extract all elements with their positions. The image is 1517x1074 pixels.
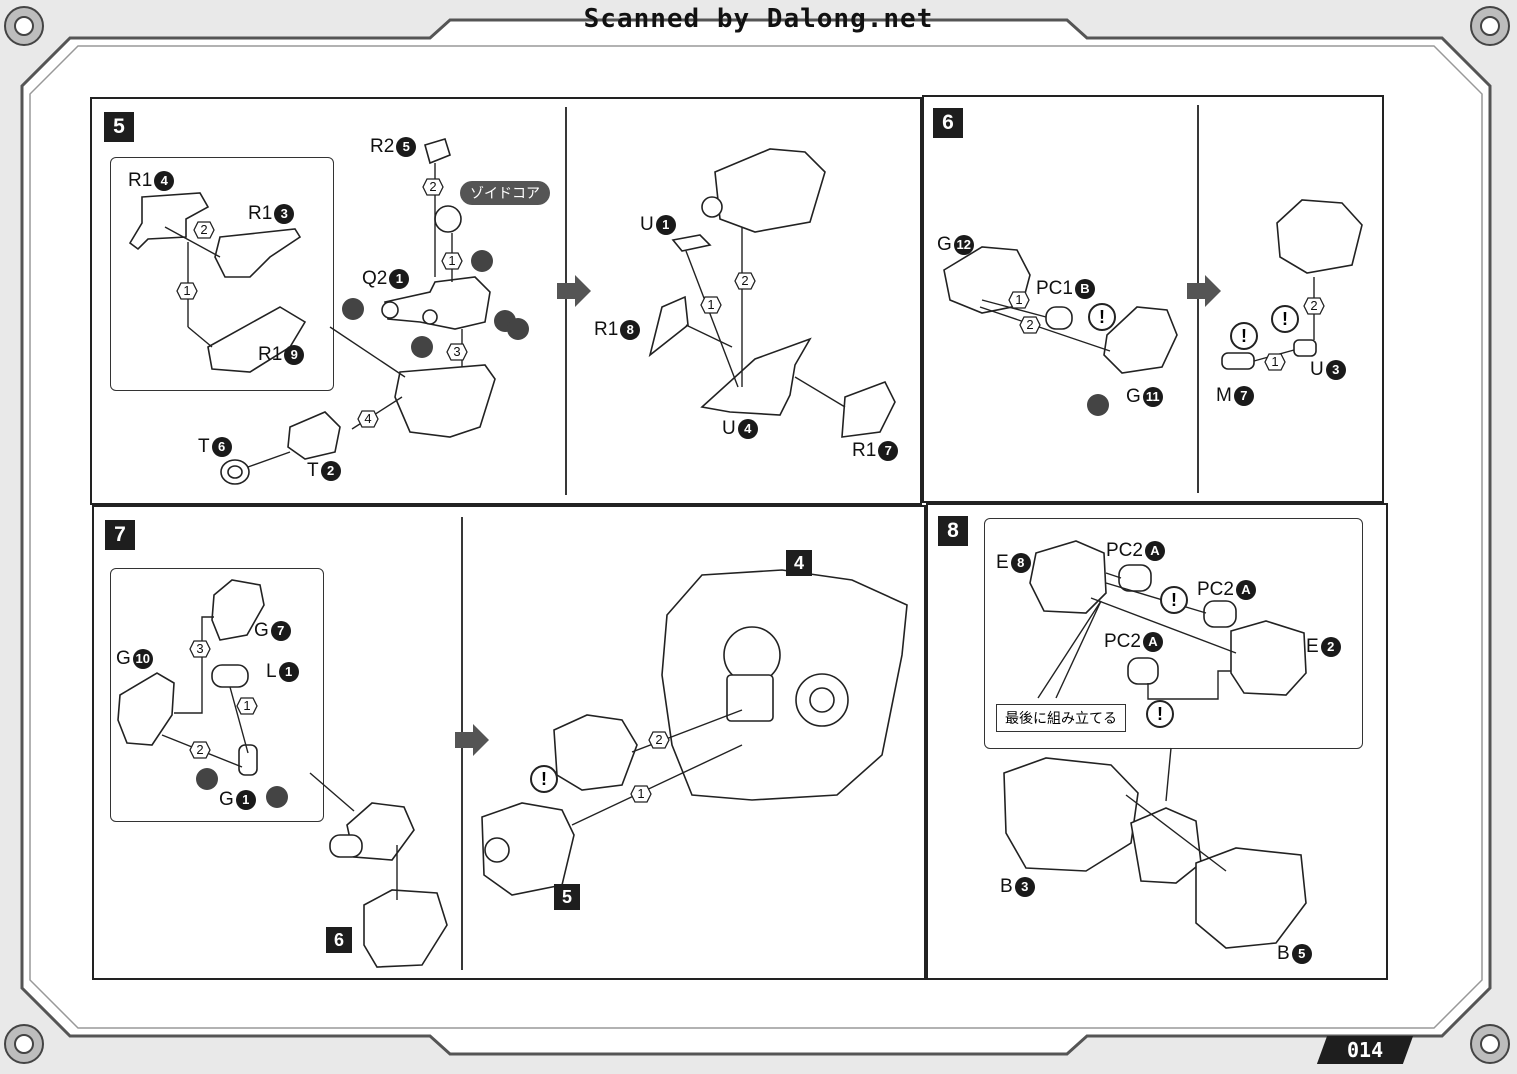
step-7-diagram <box>117 517 908 970</box>
order-1b: 1 <box>1264 353 1286 371</box>
order-2: 2 <box>1019 316 1041 334</box>
warning-icon: ! <box>1271 305 1299 333</box>
step-8-diagram <box>1003 540 1307 949</box>
order-1b: 1 <box>441 252 463 270</box>
warning-icon: ! <box>530 765 558 793</box>
flow-arrow-icon <box>1187 275 1221 307</box>
sub-step-4: 4 <box>786 550 812 576</box>
order-2: 2 <box>189 741 211 759</box>
order-1c: 1 <box>700 296 722 314</box>
cut-mark-icon <box>507 318 529 340</box>
zoid-core-tag: ゾイドコア <box>460 181 550 205</box>
order-1: 1 <box>236 697 258 715</box>
assemble-last-note: 最後に組み立てる <box>996 704 1126 732</box>
cut-mark-icon <box>1087 394 1109 416</box>
cut-mark-icon <box>411 336 433 358</box>
cut-mark-icon <box>196 768 218 790</box>
step-7-number: 7 <box>105 520 135 550</box>
order-1: 1 <box>176 282 198 300</box>
order-2b: 2 <box>422 178 444 196</box>
scan-credit: Scanned by Dalong.net <box>583 4 934 34</box>
sub-step-6: 6 <box>326 927 352 953</box>
cut-mark-icon <box>342 298 364 320</box>
warning-icon: ! <box>1088 303 1116 331</box>
order-3: 3 <box>446 343 468 361</box>
cut-mark-icon <box>266 786 288 808</box>
order-4: 4 <box>357 410 379 428</box>
warning-icon: ! <box>1230 322 1258 350</box>
flow-arrow-icon <box>557 275 591 307</box>
flow-arrow-icon <box>455 724 489 756</box>
order-2b: 2 <box>648 731 670 749</box>
step-6-diagram <box>943 105 1363 493</box>
page-number: 014 <box>1316 1036 1414 1064</box>
cut-mark-icon <box>471 250 493 272</box>
order-2b: 2 <box>1303 297 1325 315</box>
step-5-number: 5 <box>104 112 134 142</box>
step-6-number: 6 <box>933 108 963 138</box>
order-1b: 1 <box>630 785 652 803</box>
step-8-number: 8 <box>938 516 968 546</box>
order-2c: 2 <box>734 272 756 290</box>
warning-icon: ! <box>1160 586 1188 614</box>
sub-step-5: 5 <box>554 884 580 910</box>
order-1: 1 <box>1008 291 1030 309</box>
warning-icon: ! <box>1146 700 1174 728</box>
order-2: 2 <box>193 221 215 239</box>
order-3: 3 <box>189 640 211 658</box>
step-5-diagram <box>128 107 896 495</box>
